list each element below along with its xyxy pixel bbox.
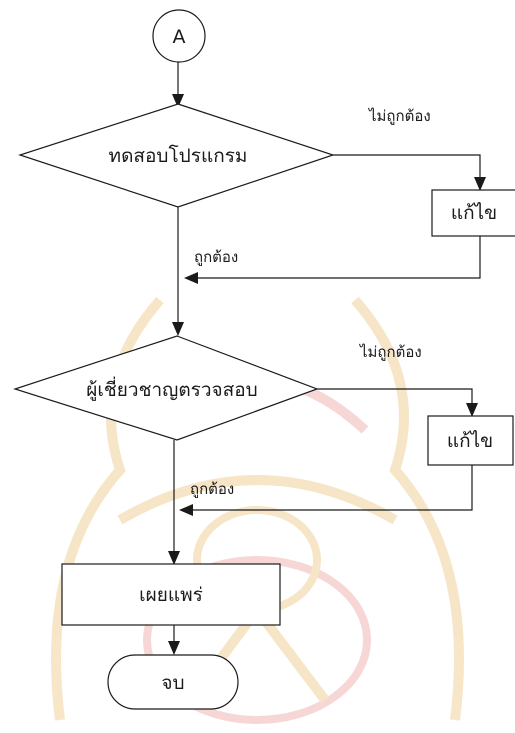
node-expert-review: ผู้เชี่ยวชาญตรวจสอบ xyxy=(13,335,319,441)
fix-1-label: แก้ไข xyxy=(451,202,497,224)
node-end: จบ xyxy=(107,654,239,710)
edge-test-incorrect xyxy=(333,154,481,178)
review-incorrect-label: ไม่ถูกต้อง xyxy=(359,343,422,361)
arrowhead xyxy=(168,551,180,565)
end-label: จบ xyxy=(161,672,184,694)
connector-label: A xyxy=(173,26,186,48)
test-program-label: ทดสอบโปรแกรม xyxy=(109,144,248,167)
arrowhead xyxy=(172,94,184,108)
edges xyxy=(168,62,486,655)
publish-label: เผยแพร่ xyxy=(139,584,203,606)
node-test-program: ทดสอบโปรแกรม xyxy=(18,103,335,208)
arrowhead xyxy=(466,403,478,417)
arrowhead xyxy=(172,322,184,336)
arrowhead xyxy=(179,504,193,516)
node-publish: เผยแพร่ xyxy=(61,563,281,626)
test-incorrect-label: ไม่ถูกต้อง xyxy=(368,107,431,125)
arrowhead xyxy=(168,641,180,655)
node-fix-1: แก้ไข xyxy=(431,189,515,237)
edge-fix2-return xyxy=(192,465,473,511)
edge-review-incorrect xyxy=(317,388,473,404)
fix-2-label: แก้ไข xyxy=(447,430,493,452)
edge-fix1-return xyxy=(197,236,481,279)
node-connector-a: A xyxy=(152,9,206,63)
arrowhead xyxy=(474,177,486,191)
test-correct-label: ถูกต้อง xyxy=(194,248,238,266)
expert-review-label: ผู้เชี่ยวชาญตรวจสอบ xyxy=(86,376,258,401)
node-fix-2: แก้ไข xyxy=(427,415,514,466)
review-correct-label: ถูกต้อง xyxy=(190,480,234,498)
edge-labels: ไม่ถูกต้อง ถูกต้อง ไม่ถูกต้อง ถูกต้อง xyxy=(190,107,431,498)
arrowhead xyxy=(184,272,198,284)
